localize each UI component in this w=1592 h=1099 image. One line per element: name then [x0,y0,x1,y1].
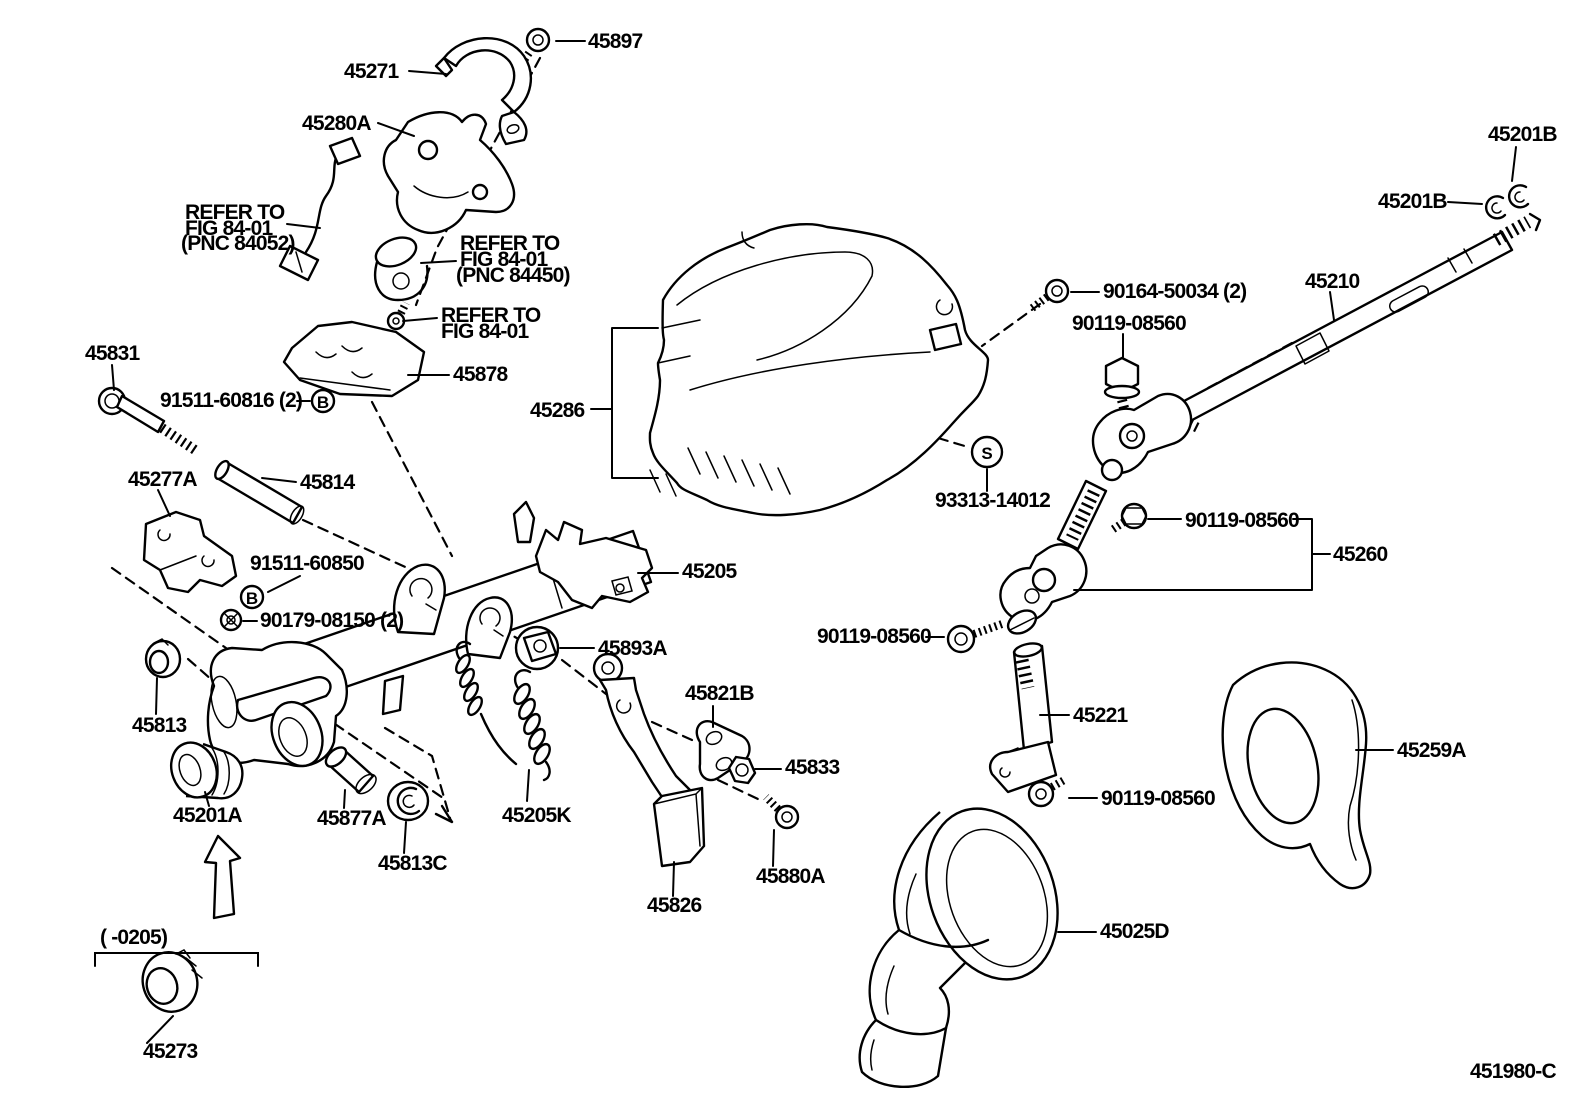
part-label-45205k: 45205K [502,804,571,827]
part-label-45878: 45878 [453,363,509,386]
screw-90179-drawing [219,608,243,632]
main-shaft-45210-drawing [1148,212,1542,433]
bracket-45280a-drawing [382,111,516,234]
part-label-45893a: 45893A [598,637,667,660]
production-range-bracket [94,952,259,967]
figure-code-label: 451980-C [1470,1060,1556,1083]
bracket-45277a-drawing [142,510,238,594]
circled-s-93313 [970,435,1004,469]
part-label-45831: 45831 [85,342,141,365]
part-label-45273: 45273 [143,1040,198,1063]
grommet-45893a-drawing [514,625,560,671]
ref-note-8401-line2: FIG 84-01 [441,320,529,343]
part-label-45025d: 45025D [1100,920,1169,943]
bushing-45813-drawing [144,638,182,679]
production-note-label: ( -0205) [100,926,167,949]
leader-lines [111,40,1517,1044]
ref-note-8401-line1: REFER TO [441,304,541,327]
part-label-90119-bottom: 90119-08560 [1101,787,1215,810]
ref-note-84052-line1: REFER TO [185,201,285,224]
bolt-90119-mid-drawing [1109,502,1148,534]
yoke-45221-drawing [989,642,1058,794]
part-label-45814: 45814 [300,471,356,494]
column-cover-45286-drawing [648,222,990,517]
part-label-90164-50034: 90164-50034 (2) [1103,280,1246,303]
ref-note-84450-line2: FIG 84-01 [460,248,548,271]
part-label-45259a: 45259A [1397,739,1466,762]
boot-45025d-drawing [858,807,1059,1088]
part-label-45280a: 45280A [302,112,371,135]
part-label-45205: 45205 [682,560,738,583]
part-label-45826: 45826 [647,894,702,917]
nut-45833-drawing [727,755,757,785]
part-label-45897: 45897 [588,30,643,53]
snap-ring-45201b-right-drawing [1508,184,1530,209]
collar-45814-drawing [214,459,305,525]
part-label-90179-08150: 90179-08150 (2) [260,609,403,632]
part-label-45201a: 45201A [173,804,242,827]
ref-note-84052-line2: FIG 84-01 [185,217,273,240]
bolt-90119-left-drawing [946,620,1004,654]
screw-90164-drawing [1028,278,1070,313]
circled-b-60816 [310,388,336,414]
part-label-45877a: 45877A [317,807,386,830]
bolt-45880a-drawing [763,794,800,830]
part-label-45833: 45833 [785,756,840,779]
bracket-45878-drawing [282,320,426,398]
part-label-45880a: 45880A [756,865,825,888]
bushing-45813c-drawing [386,780,430,822]
hole-cover-45259a-drawing [1221,661,1372,890]
screw-fig8401-drawing [386,301,410,331]
collar-45877a-drawing [324,746,377,795]
circled-b-60816-letter: B [317,393,329,412]
spring-45205k-drawing [513,669,551,782]
part-label-90119-top: 90119-08560 [1072,312,1186,335]
part-label-45277a: 45277A [128,468,197,491]
intermediate-shaft-45260-drawing [999,392,1193,635]
spring-drawing [455,640,518,766]
part-label-90119-left: 90119-08560 [817,625,931,648]
bushing-45201a-drawing [170,741,244,800]
part-label-45221: 45221 [1073,704,1129,727]
column-tube-45205-drawing [206,500,654,768]
part-label-90119-mid: 90119-08560 [1185,509,1299,532]
part-label-45286: 45286 [530,399,585,422]
wire-harness-84052-drawing [278,136,362,282]
sensor-84450-drawing [374,236,429,302]
bolt-90119-bottom-drawing [1027,775,1068,808]
bolt-45831-drawing [97,386,201,457]
part-label-45201b-top: 45201B [1488,123,1557,146]
clamp-45271-drawing [434,37,532,146]
part-label-93313-14012: 93313-14012 [935,489,1050,512]
circled-b-60850-letter: B [246,589,258,608]
ref-note-84450-line1: REFER TO [460,232,560,255]
snap-ring-45201b-left-drawing [1485,195,1507,220]
ref-note-84052-line3: (PNC 84052) [181,232,295,255]
direction-arrow [203,834,242,920]
bolt-90119-top-drawing [1103,356,1141,422]
part-label-91511-60850: 91511-60850 [250,552,364,575]
part-label-91511-60816: 91511-60816 (2) [160,389,302,412]
circled-s-letter: S [981,444,992,463]
lever-45826-drawing [592,652,706,868]
part-label-45271: 45271 [344,60,400,83]
part-label-45821b: 45821B [685,682,754,705]
part-label-45260: 45260 [1333,543,1388,566]
part-label-45813: 45813 [132,714,187,737]
bushing-45273-drawing [141,949,203,1013]
part-label-45201b-left: 45201B [1378,190,1447,213]
ref-note-84450-line3: (PNC 84450) [456,264,570,287]
circled-b-60850 [239,584,265,610]
part-label-45813c: 45813C [378,852,447,875]
part-label-45210: 45210 [1305,270,1360,293]
